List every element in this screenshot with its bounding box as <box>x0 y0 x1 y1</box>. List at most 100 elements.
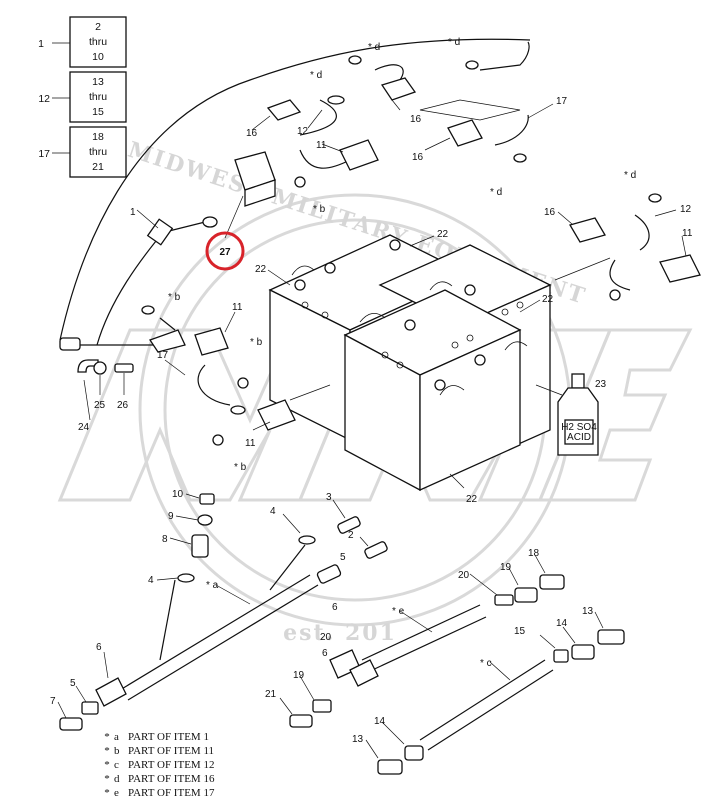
callout: 16 <box>246 128 258 139</box>
callout: * b <box>250 337 263 348</box>
callout: 16 <box>412 152 424 163</box>
callout: * a <box>206 580 219 591</box>
callout: 2 <box>348 530 354 541</box>
callout: 8 <box>162 534 168 545</box>
legend-key: b <box>114 745 120 757</box>
callout: 14 <box>374 716 386 727</box>
legend-star: * <box>104 731 110 743</box>
bracket-27 <box>224 151 276 239</box>
highlight-ring <box>205 231 245 271</box>
page-box-1: 1 2 thru 10 <box>38 16 127 68</box>
page-box-line: 18 <box>92 131 104 143</box>
callout: 25 <box>94 400 106 411</box>
page-box-ref: 12 <box>38 93 50 105</box>
leader-lines-upper <box>83 99 687 489</box>
callout: 9 <box>168 511 174 522</box>
callout: 27 <box>219 247 231 258</box>
legend-text: PART OF ITEM 1 <box>128 731 209 743</box>
callout: 11 <box>316 140 327 151</box>
battery-bank <box>268 234 552 492</box>
page-box-line: thru <box>89 146 107 158</box>
callout: 5 <box>340 552 346 563</box>
callout: 13 <box>582 606 594 617</box>
legend-text: PART OF ITEM 11 <box>128 745 215 757</box>
callout: 6 <box>332 602 338 613</box>
page-box-line: 21 <box>92 161 104 173</box>
legend-row: * b PART OF ITEM 11 <box>100 744 300 758</box>
callout: 3 <box>326 492 332 503</box>
page-box-line: 15 <box>92 106 104 118</box>
legend: * a PART OF ITEM 1 * b PART OF ITEM 11 *… <box>100 730 300 800</box>
page-box-12: 12 13 thru 15 <box>38 71 127 123</box>
callout: 21 <box>265 689 277 700</box>
page-box-ref: 1 <box>38 38 44 50</box>
legend-key: e <box>114 787 119 799</box>
page-box-line: thru <box>89 91 107 103</box>
page-box-ref: 17 <box>38 148 50 160</box>
callout: * d <box>490 187 502 198</box>
callout: 20 <box>320 632 332 643</box>
legend-star: * <box>104 773 110 785</box>
legend-row: * c PART OF ITEM 12 <box>100 758 300 772</box>
highlight-callout-27: 27 <box>205 231 245 271</box>
callout: 6 <box>96 642 102 653</box>
battery-cables-upper <box>266 41 701 301</box>
callout: 22 <box>542 294 554 305</box>
legend-text: PART OF ITEM 16 <box>128 773 215 785</box>
callout: * d <box>368 42 380 53</box>
callout: 26 <box>117 400 129 411</box>
callout: 11 <box>245 438 256 449</box>
callout: * c <box>480 658 492 669</box>
legend-key: c <box>114 759 119 771</box>
acid-label-line2: ACID <box>567 432 591 443</box>
callout: * d <box>310 70 322 81</box>
callout: 7 <box>50 696 56 707</box>
legend-star: * <box>104 787 110 799</box>
callout: 23 <box>595 379 607 390</box>
callout: 12 <box>680 204 692 215</box>
callout: 12 <box>297 126 309 137</box>
watermark-est: est. 201 <box>283 620 397 646</box>
callout: 19 <box>500 562 512 573</box>
legend-key: a <box>114 731 119 743</box>
callout: 20 <box>458 570 470 581</box>
callout: 10 <box>172 489 184 500</box>
callout: * b <box>234 462 247 473</box>
legend-row: * a PART OF ITEM 1 <box>100 730 300 744</box>
callout: 18 <box>528 548 540 559</box>
callout: 15 <box>514 626 526 637</box>
callout: 4 <box>270 506 276 517</box>
acid-bottle-23: H2 SO4 ACID <box>557 373 599 456</box>
callout: * d <box>624 170 636 181</box>
callout: 22 <box>255 264 267 275</box>
callout: 13 <box>352 734 364 745</box>
callout: 22 <box>437 229 449 240</box>
callout: 17 <box>556 96 568 107</box>
legend-text: PART OF ITEM 17 <box>128 787 215 799</box>
callout: * d <box>448 37 460 48</box>
page-box-line: 10 <box>92 51 104 63</box>
legend-star: * <box>104 759 110 771</box>
callout: 1 <box>130 207 136 218</box>
callout: 19 <box>293 670 305 681</box>
page-box-17: 17 18 thru 21 <box>38 126 127 178</box>
callout: 6 <box>322 648 328 659</box>
lower-harness <box>57 493 625 775</box>
page-reference-boxes: 1 2 thru 10 12 13 thru 15 17 18 thru 21 <box>38 16 127 178</box>
page-box-line: 13 <box>92 76 104 88</box>
page-box-line: thru <box>89 36 107 48</box>
callout: * b <box>168 292 181 303</box>
page-box-line: 2 <box>95 21 101 33</box>
callout: 11 <box>232 302 243 313</box>
legend-row: * d PART OF ITEM 16 <box>100 772 300 786</box>
legend-key: d <box>114 773 120 785</box>
callout: 11 <box>682 228 693 239</box>
legend-row: * e PART OF ITEM 17 <box>100 786 300 800</box>
acid-label-line1: H2 SO4 <box>561 422 597 433</box>
callout: 4 <box>148 575 154 586</box>
callout: 5 <box>70 678 76 689</box>
callout: * e <box>392 606 405 617</box>
callout: 24 <box>78 422 90 433</box>
battery-cables-lower <box>77 305 331 446</box>
